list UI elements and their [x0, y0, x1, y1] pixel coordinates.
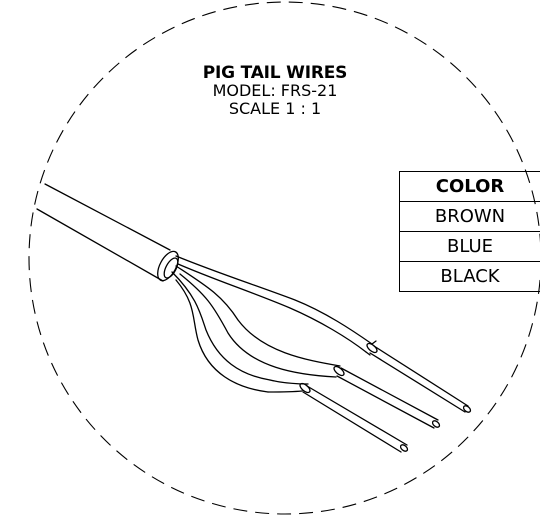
- table-row: BLUE: [399, 231, 540, 262]
- title-block: PIG TAIL WIRES MODEL: FRS-21 SCALE 1 : 1: [158, 64, 392, 118]
- wire-black: [171, 271, 409, 453]
- drawing-title: PIG TAIL WIRES: [202, 63, 348, 83]
- color-cell-brown: BROWN: [399, 201, 540, 232]
- wire-blue: [175, 265, 441, 429]
- detail-circle: [28, 1, 540, 515]
- color-cell-black: BLACK: [399, 261, 540, 292]
- scale-label: SCALE 1 : 1: [228, 99, 322, 118]
- cable-jacket-bottom-edge: [36, 208, 164, 282]
- table-header-row: COLOR: [399, 171, 540, 202]
- cable-jacket-inner: [163, 257, 179, 279]
- model-label: MODEL: FRS-21: [212, 81, 338, 100]
- table-row: BLACK: [399, 261, 540, 292]
- table-row: BROWN: [399, 201, 540, 232]
- cable-jacket-top-edge: [44, 183, 171, 251]
- color-table: COLOR BROWN BLUE BLACK: [399, 171, 540, 292]
- color-header: COLOR: [399, 171, 540, 202]
- wire-brown: [175, 255, 472, 413]
- cable-assembly: [36, 183, 472, 453]
- color-cell-blue: BLUE: [399, 231, 540, 262]
